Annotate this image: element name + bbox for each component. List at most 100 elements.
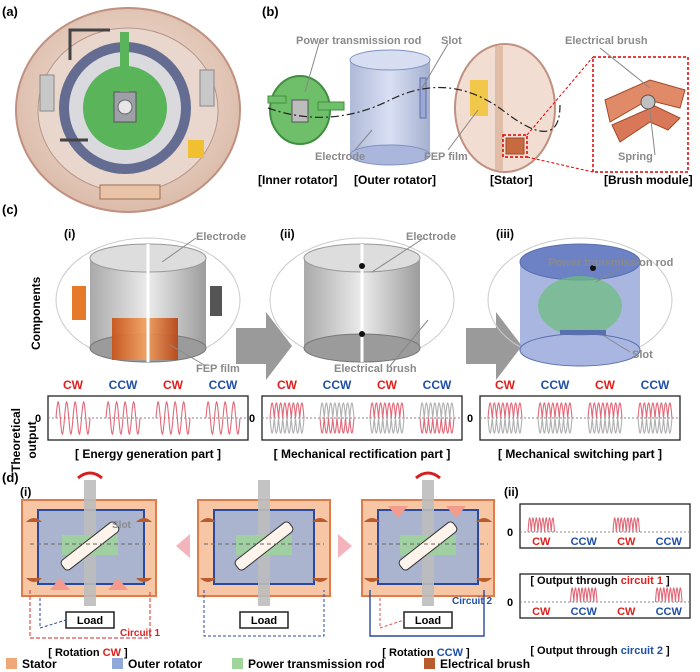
direction-label-ccw: CCW [571, 536, 598, 548]
svg-text:Electrical brush: Electrical brush [565, 35, 648, 47]
schematic-rotation-ccw [361, 471, 495, 637]
svg-text:Slot: Slot [632, 349, 653, 361]
col-ii-roman: (ii) [280, 227, 295, 241]
brush-module-illustration [526, 56, 689, 173]
arrow-to-left [176, 534, 190, 558]
schematic-rotation-cw [21, 471, 157, 639]
direction-label-ccw: CCW [571, 606, 598, 618]
legend-label: Stator [22, 657, 57, 671]
callout-electrode-c-i: Electrode [161, 231, 246, 263]
mechanical-switching-illustration [487, 237, 673, 367]
row-label-theoretical: Theoretical [9, 408, 23, 472]
direction-label-cw: CW [595, 378, 616, 392]
svg-text:Electrode: Electrode [315, 151, 365, 163]
caption-brush-module: [Brush module] [604, 173, 693, 187]
caption-mechanical-switching: [ Mechanical switching part ] [498, 447, 662, 461]
output-graph-energy-generation: 0 CW CCW CW CCW [35, 378, 249, 441]
zero-label: 0 [35, 413, 41, 425]
col-iii-roman: (iii) [496, 227, 514, 241]
direction-label-cw: CW [532, 606, 551, 618]
callout-fep-film-b: FEP film [424, 109, 479, 163]
direction-label-cw: CW [277, 378, 298, 392]
row-label-components: Components [29, 276, 43, 350]
rotation-cw-caption: [ Rotation CW ] [48, 647, 128, 659]
callout-electrode-b: Electrode [315, 129, 373, 163]
direction-label-ccw: CCW [656, 536, 683, 548]
callout-spring-b: Spring [618, 111, 656, 163]
legend-label: Electrical brush [440, 657, 530, 671]
zero-label: 0 [467, 413, 473, 425]
legend-swatch [112, 658, 123, 669]
inner-rotator-illustration [267, 75, 345, 145]
zero-label: 0 [507, 527, 513, 539]
svg-text:Electrode: Electrode [196, 231, 246, 243]
direction-label-cw: CW [63, 378, 84, 392]
legend-swatch [232, 658, 243, 669]
panel-c-letter: (c) [2, 202, 18, 217]
process-arrow-2 [466, 312, 522, 380]
output-graph-circuit-1: 0CW CCW CW CCW [507, 503, 691, 549]
callout-electrical-brush-b: Electrical brush [565, 35, 651, 89]
callout-electrode-c-ii: Electrode [371, 231, 456, 273]
callout-slot-c-iii: Slot [603, 335, 653, 361]
direction-label-cw: CW [617, 606, 636, 618]
panel-d-sub-ii: (ii) [504, 485, 519, 499]
stator-illustration [454, 43, 556, 173]
direction-label-cw: CW [617, 536, 636, 548]
svg-text:Electrical brush: Electrical brush [334, 363, 417, 375]
direction-label-cw: CW [377, 378, 398, 392]
panel-d-sub-i: (i) [20, 485, 31, 499]
direction-label-cw: CW [532, 536, 551, 548]
caption-inner-rotator: [Inner rotator] [258, 173, 337, 187]
direction-label-ccw: CCW [209, 378, 238, 392]
direction-label-ccw: CCW [641, 378, 670, 392]
caption-outer-rotator: [Outer rotator] [354, 173, 436, 187]
rotation-ccw-caption: [ Rotation CCW ] [382, 647, 470, 659]
legend-swatch [424, 658, 435, 669]
callout-power-rod-c-iii: Power transmission rod [548, 257, 673, 283]
svg-text:Electrode: Electrode [406, 231, 456, 243]
legend-label: Outer rotator [128, 657, 202, 671]
caption-output-circuit-2: [ Output through circuit 2 ] [530, 645, 670, 657]
legend-label: Power transmission rod [248, 657, 385, 671]
load-label-right: Load [415, 615, 441, 627]
svg-text:Spring: Spring [618, 151, 653, 163]
schematic-neutral [197, 480, 331, 637]
load-label-center: Load [251, 615, 277, 627]
svg-text:Slot: Slot [441, 35, 462, 47]
callout-slot-b: Slot [421, 35, 462, 89]
panel-a-device-illustration [15, 7, 241, 213]
panel-b-letter: (b) [262, 4, 279, 19]
col-i-roman: (i) [64, 227, 75, 241]
callout-electrical-brush-c-ii: Electrical brush [334, 319, 429, 375]
callout-power-rod-b: Power transmission rod [296, 35, 421, 93]
svg-text:FEP film: FEP film [196, 363, 240, 375]
panel-a-letter: (a) [2, 4, 18, 19]
outer-rotator-illustration [349, 49, 431, 166]
direction-label-ccw: CCW [323, 378, 352, 392]
direction-label-ccw: CCW [109, 378, 138, 392]
assembly-axis-line [267, 86, 561, 132]
caption-mechanical-rectification: [ Mechanical rectification part ] [274, 447, 451, 461]
caption-stator: [Stator] [490, 173, 533, 187]
circuit-1-label: Circuit 1 [120, 628, 160, 639]
legend: Stator Outer rotator Power transmission ro… [6, 657, 530, 671]
caption-energy-generation: [ Energy generation part ] [75, 447, 221, 461]
load-label-left: Load [77, 615, 103, 627]
svg-text:Power transmission rod: Power transmission rod [548, 257, 673, 269]
energy-generation-illustration [55, 237, 241, 363]
circuit-2-label: Circuit 2 [452, 596, 492, 607]
svg-text:Power transmission rod: Power transmission rod [296, 35, 421, 47]
legend-swatch [6, 658, 17, 669]
panel-d-letter: (d) [2, 470, 19, 485]
callout-fep-film-c-i: FEP film [169, 344, 240, 375]
process-arrow-1 [236, 312, 292, 380]
caption-output-circuit-1: [ Output through circuit 1 ] [530, 575, 670, 587]
direction-label-ccw: CCW [541, 378, 570, 392]
svg-text:FEP film: FEP film [424, 151, 468, 163]
slot-label-d: Slot [112, 520, 132, 531]
direction-label-cw: CW [163, 378, 184, 392]
